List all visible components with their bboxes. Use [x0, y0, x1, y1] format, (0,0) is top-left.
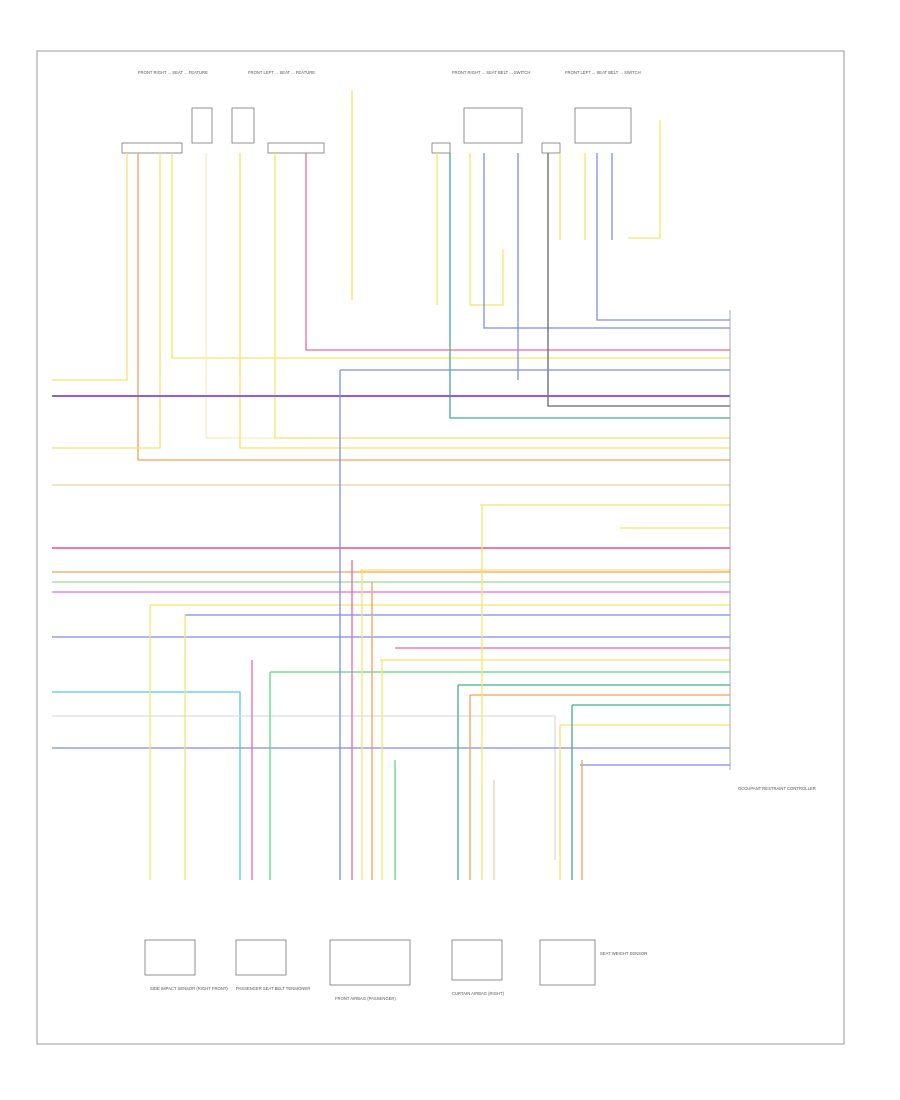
connector-body	[463, 107, 523, 144]
connector-body	[191, 107, 213, 144]
component-label: SEAT WEIGHT SENSOR	[600, 951, 647, 956]
wire	[469, 153, 504, 306]
wire	[171, 153, 730, 359]
seat-component-front-left: FRONT LEFT ... SEAT ... FEATURE	[231, 70, 325, 154]
diagram-frame	[36, 50, 845, 1045]
front-airbag: FRONT AIRBAG (PASSENGER)	[329, 939, 411, 1001]
connector-body	[231, 107, 255, 144]
controller-pin-strip: OCCUPANT RESTRAINT CONTROLLER	[729, 310, 816, 791]
top-connector-group: FRONT RIGHT ... SEAT ... FEATURE FRONT L…	[121, 70, 641, 154]
seat-belt-switch-left: FRONT LEFT ... SEAT BELT ... SWITCH	[541, 70, 641, 154]
seat-weight-sensor: SEAT WEIGHT SENSOR	[539, 939, 647, 986]
wire	[596, 153, 730, 321]
wire	[239, 153, 730, 449]
wire	[547, 153, 730, 407]
seat-belt-switch-right: FRONT RIGHT ... SEAT BELT ... SWITCH	[431, 70, 530, 154]
wire	[52, 715, 556, 860]
horizontal-bus-wires	[52, 369, 730, 880]
wire	[305, 153, 730, 351]
connector-body	[574, 107, 632, 144]
top-vertical-wires	[52, 90, 730, 461]
bottom-vertical-wires	[149, 370, 583, 880]
curtain-airbag: CURTAIN AIRBAG (RIGHT)	[451, 939, 505, 996]
seat-belt-tensioner: PASSENGER SEAT BELT TENSIONER	[235, 939, 310, 991]
connector-body	[121, 142, 183, 154]
connector-body	[541, 142, 561, 154]
component-label: PASSENGER SEAT BELT TENSIONER	[236, 986, 310, 991]
wire	[52, 153, 128, 381]
connector-body	[431, 142, 451, 154]
wire	[52, 691, 241, 880]
component-label: FRONT AIRBAG (PASSENGER)	[335, 996, 396, 1001]
wire	[52, 153, 161, 449]
component-label: FRONT LEFT ... SEAT ... FEATURE	[248, 70, 315, 75]
component-label: FRONT RIGHT ... SEAT BELT ... SWITCH	[452, 70, 530, 75]
component-label: CURTAIN AIRBAG (RIGHT)	[452, 991, 505, 996]
side-impact-sensor: SIDE IMPACT SENSOR (RIGHT FRONT)	[144, 939, 228, 991]
wire	[483, 153, 730, 329]
wire	[137, 153, 730, 461]
connector-body	[267, 142, 325, 154]
seat-component-front-right: FRONT RIGHT ... SEAT ... FEATURE	[121, 70, 213, 154]
wire	[628, 120, 661, 239]
wire	[449, 153, 730, 419]
wire	[274, 153, 730, 439]
bottom-components: SIDE IMPACT SENSOR (RIGHT FRONT) PASSENG…	[144, 939, 647, 1001]
component-label: FRONT RIGHT ... SEAT ... FEATURE	[138, 70, 208, 75]
component-label: SIDE IMPACT SENSOR (RIGHT FRONT)	[150, 986, 228, 991]
controller-label: OCCUPANT RESTRAINT CONTROLLER	[738, 786, 816, 791]
component-label: FRONT LEFT ... SEAT BELT ... SWITCH	[565, 70, 641, 75]
